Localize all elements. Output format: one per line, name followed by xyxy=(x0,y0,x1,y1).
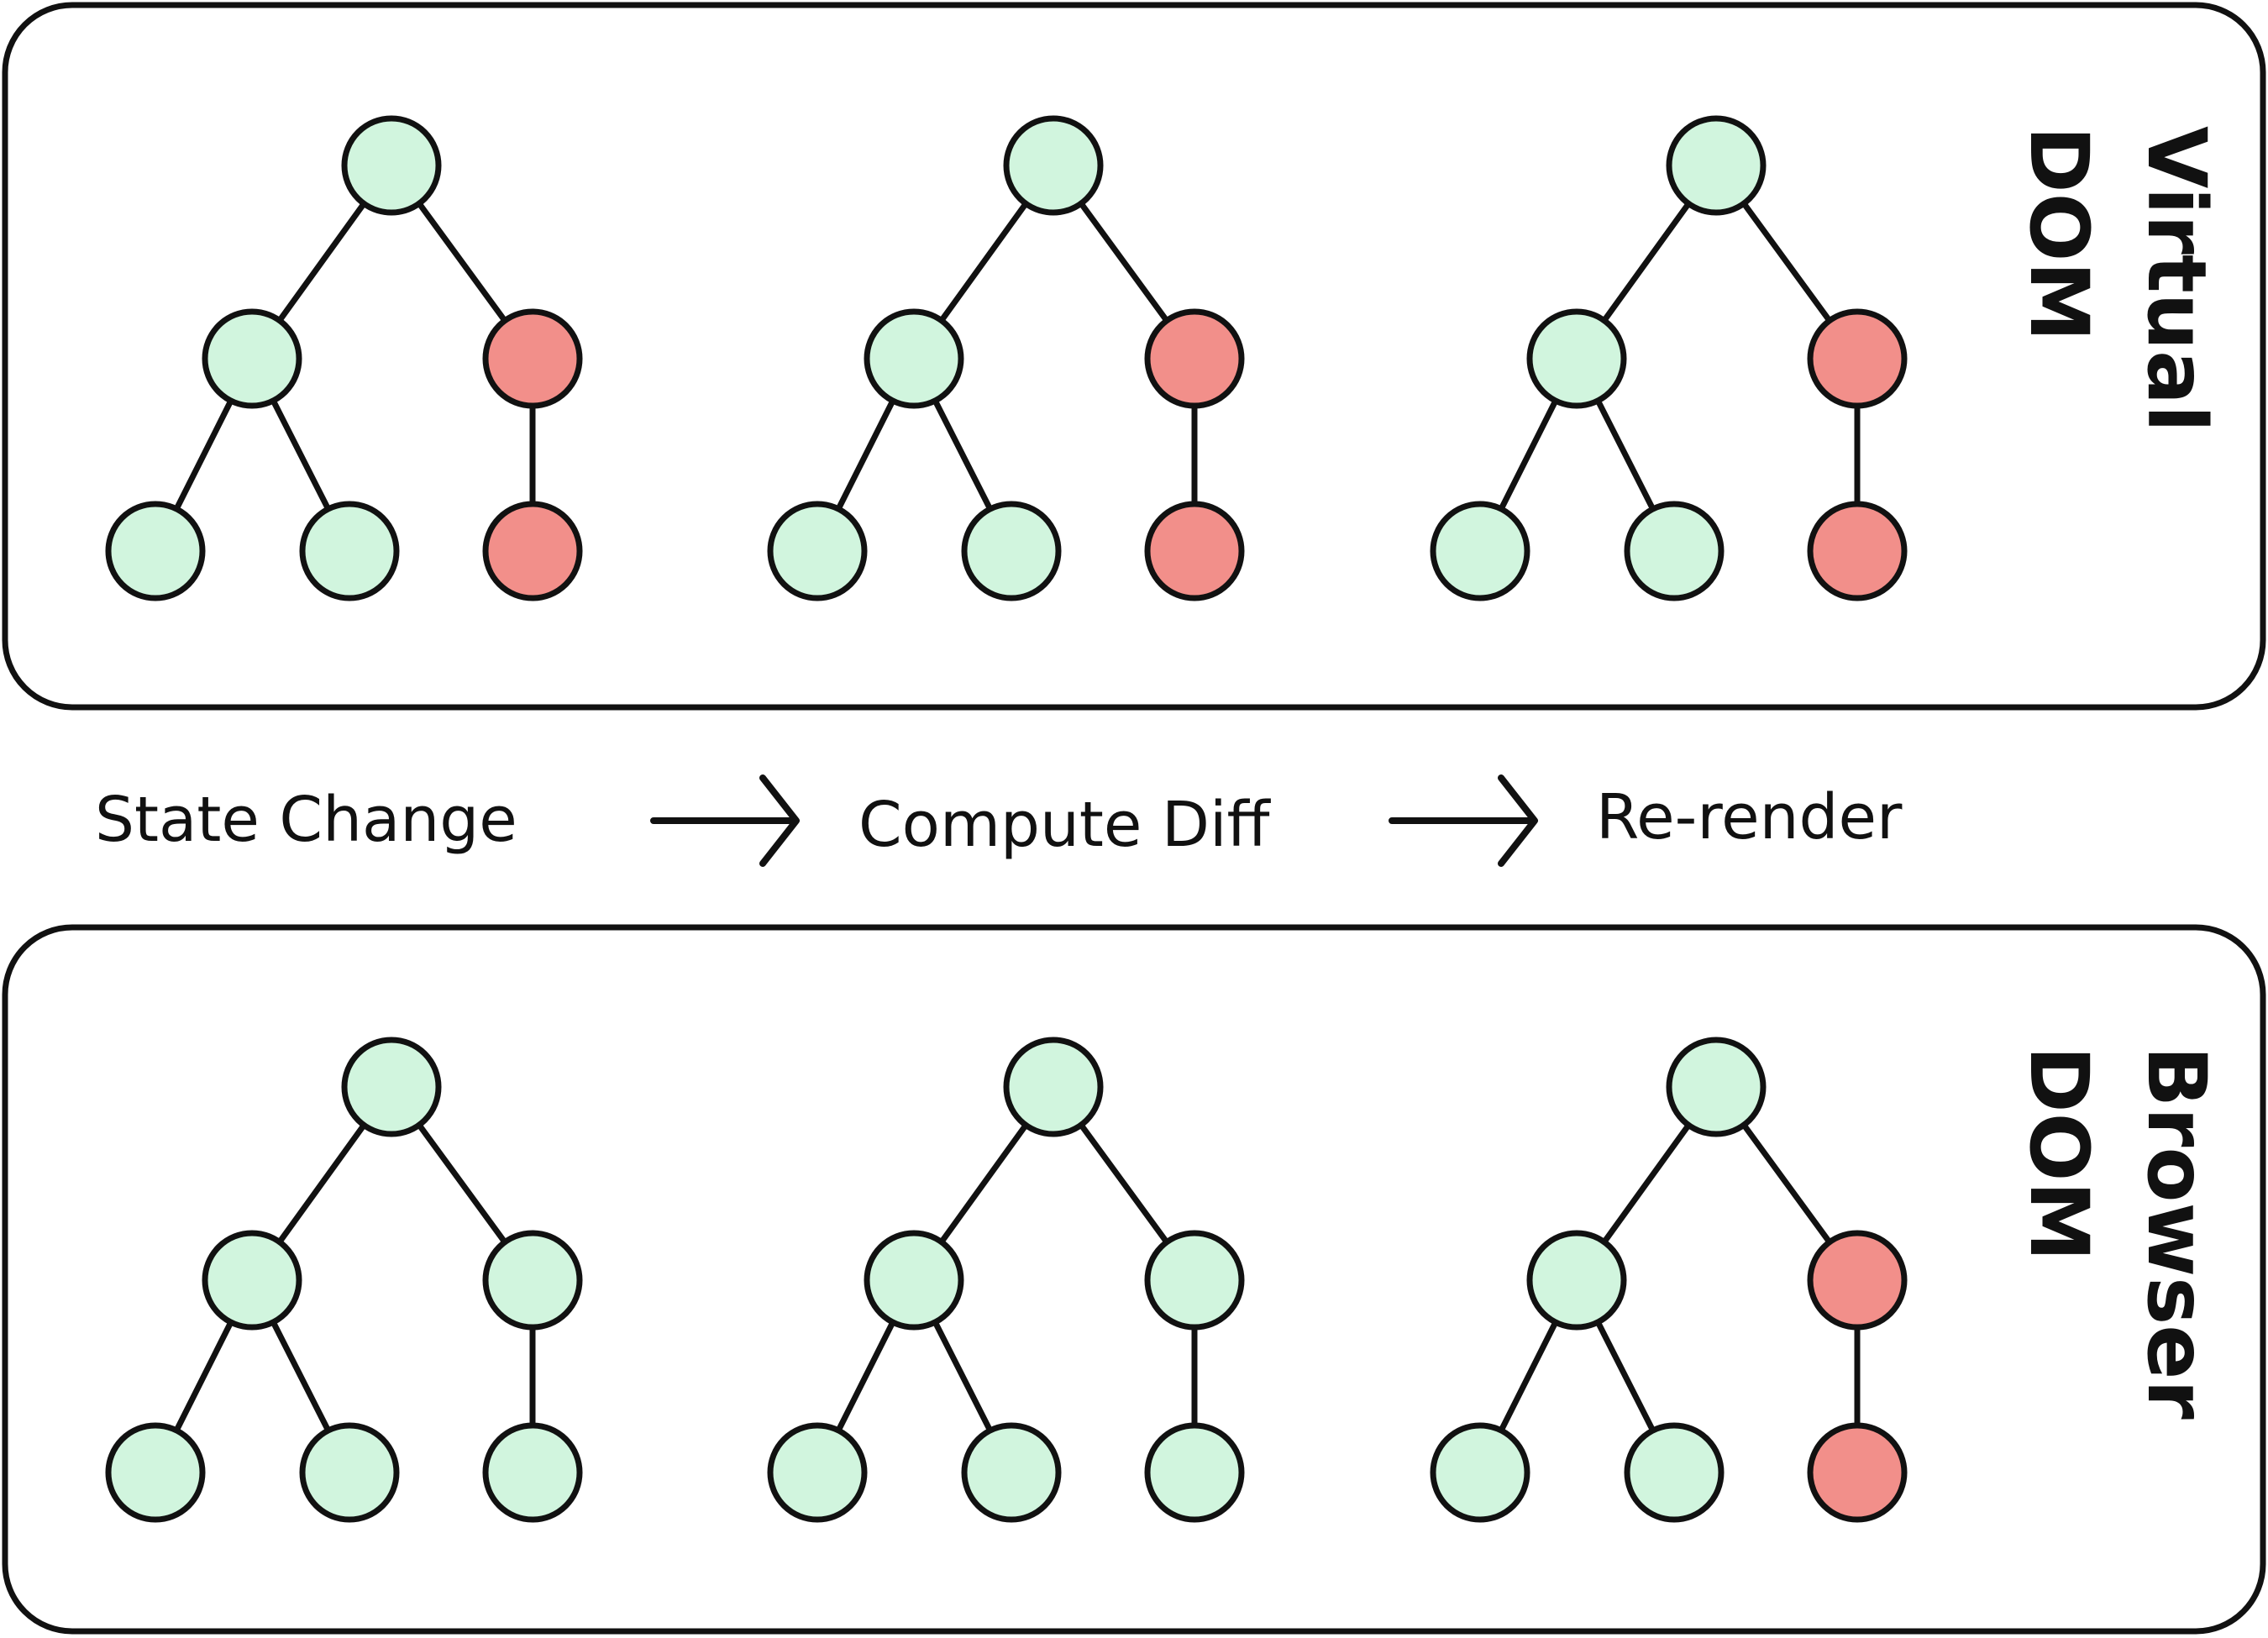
tree-node xyxy=(767,1422,868,1523)
browser-tree-3 xyxy=(1430,1037,1908,1523)
tree-edge xyxy=(1498,397,1559,512)
tree-node xyxy=(1526,308,1627,409)
tree-node-changed xyxy=(1144,308,1245,409)
tree-node-changed xyxy=(1144,501,1245,601)
browser-tree-1 xyxy=(105,1037,583,1523)
tree-node xyxy=(1526,1230,1627,1331)
tree-node xyxy=(341,1037,442,1137)
tree-edge xyxy=(270,397,332,512)
virtual-dom-title-line-1: Virtual xyxy=(2129,126,2223,433)
browser-dom-panel: Browser DOM xyxy=(2,924,2266,1635)
tree-node xyxy=(1666,1037,1767,1137)
flow-step-re-render: Re-render xyxy=(1596,781,1903,853)
tree-node xyxy=(767,501,868,601)
tree-node xyxy=(864,308,964,409)
tree-edge xyxy=(938,200,1029,324)
browser-dom-title-line-2: DOM xyxy=(2012,1046,2106,1262)
tree-node-changed xyxy=(1807,1422,1908,1523)
browser-tree-2 xyxy=(767,1037,1245,1523)
tree-edge xyxy=(932,397,994,512)
tree-node-changed xyxy=(1807,308,1908,409)
tree-edge xyxy=(1078,1121,1170,1246)
tree-node xyxy=(202,308,302,409)
tree-node-changed xyxy=(482,308,583,409)
tree-edge xyxy=(416,200,508,324)
tree-node-changed xyxy=(1807,1230,1908,1331)
flow-step-state-change: State Change xyxy=(95,784,517,856)
tree-node xyxy=(1430,501,1530,601)
tree-node xyxy=(1624,501,1725,601)
update-flow: State Change Compute Diff Re-render xyxy=(95,774,1903,867)
tree-edge xyxy=(835,1319,896,1434)
tree-node xyxy=(299,1422,400,1523)
tree-node xyxy=(864,1230,964,1331)
tree-edge xyxy=(1594,1319,1656,1434)
tree-edge xyxy=(1498,1319,1559,1434)
tree-edge xyxy=(1078,200,1170,324)
tree-edge xyxy=(276,200,367,324)
tree-edge xyxy=(932,1319,994,1434)
tree-node xyxy=(1144,1422,1245,1523)
virtual-dom-trees xyxy=(105,115,1908,601)
virtual-tree-1 xyxy=(105,115,583,601)
arrow-icon xyxy=(650,774,800,867)
tree-edge xyxy=(1601,1121,1692,1246)
tree-node xyxy=(1003,115,1104,216)
virtual-dom-frame xyxy=(2,2,2266,711)
tree-node xyxy=(1144,1230,1245,1331)
browser-dom-title: Browser DOM xyxy=(2012,1046,2223,1420)
flow-step-compute-diff: Compute Diff xyxy=(858,789,1272,861)
virtual-tree-3 xyxy=(1430,115,1908,601)
arrow-icon xyxy=(1389,774,1538,867)
browser-dom-title-line-1: Browser xyxy=(2129,1046,2223,1420)
tree-node xyxy=(1624,1422,1725,1523)
tree-node xyxy=(1003,1037,1104,1137)
tree-edge xyxy=(173,1319,234,1434)
tree-edge xyxy=(938,1121,1029,1246)
tree-edge xyxy=(835,397,896,512)
browser-dom-frame xyxy=(2,924,2266,1635)
tree-node xyxy=(961,501,1062,601)
tree-node xyxy=(341,115,442,216)
tree-node xyxy=(1666,115,1767,216)
tree-edge xyxy=(173,397,234,512)
browser-dom-trees xyxy=(105,1037,1908,1523)
tree-edge xyxy=(1740,1121,1833,1246)
virtual-dom-title: Virtual DOM xyxy=(2012,126,2223,433)
tree-node xyxy=(105,501,206,601)
tree-node-changed xyxy=(482,501,583,601)
tree-edge xyxy=(270,1319,332,1434)
tree-node xyxy=(482,1422,583,1523)
tree-edge xyxy=(1740,200,1833,324)
tree-edge xyxy=(1601,200,1692,324)
tree-edge xyxy=(416,1121,508,1246)
virtual-tree-2 xyxy=(767,115,1245,601)
virtual-dom-panel: Virtual DOM xyxy=(2,2,2266,711)
tree-node-changed xyxy=(1807,501,1908,601)
tree-edge xyxy=(276,1121,367,1246)
tree-node xyxy=(299,501,400,601)
virtual-dom-title-line-2: DOM xyxy=(2012,126,2106,342)
tree-edge xyxy=(1594,397,1656,512)
tree-node xyxy=(482,1230,583,1331)
tree-node xyxy=(961,1422,1062,1523)
tree-node xyxy=(105,1422,206,1523)
tree-node xyxy=(202,1230,302,1331)
tree-node xyxy=(1430,1422,1530,1523)
